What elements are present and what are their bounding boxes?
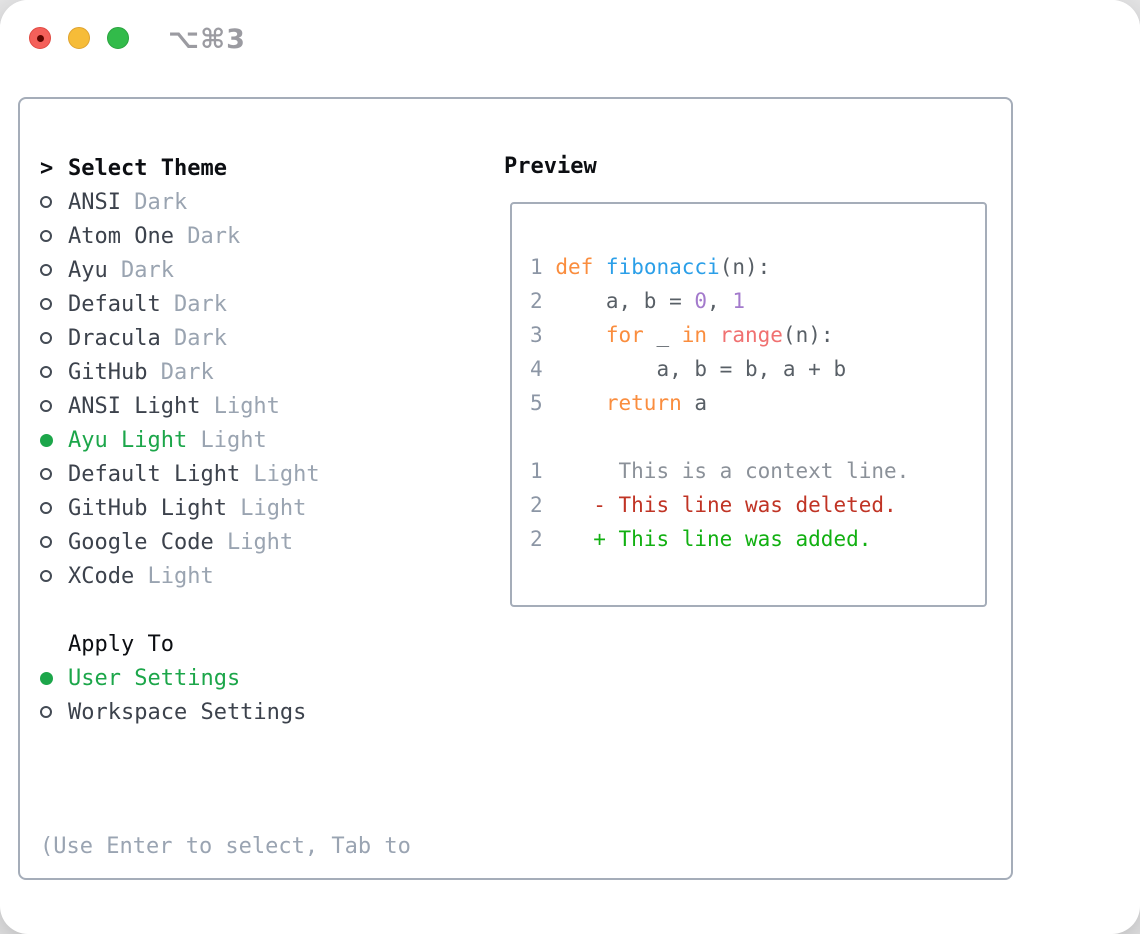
radio-selected-icon bbox=[40, 671, 68, 685]
item-variant-tag: Dark bbox=[160, 325, 227, 351]
list-item-github[interactable]: GitHub Dark bbox=[40, 355, 320, 389]
list-item-default[interactable]: Default Dark bbox=[40, 287, 320, 321]
item-variant-tag: Light bbox=[134, 563, 214, 589]
radio-unselected-icon bbox=[40, 502, 68, 514]
list-item-ansi-light[interactable]: ANSI Light Light bbox=[40, 389, 320, 423]
item-label: Atom One bbox=[68, 223, 174, 249]
cursor-caret-icon: > bbox=[40, 155, 54, 181]
hint-line-1: (Use Enter to select, Tab to bbox=[40, 834, 411, 859]
item-label: User Settings bbox=[68, 665, 241, 691]
close-button[interactable] bbox=[29, 27, 51, 49]
item-label: GitHub Light bbox=[68, 495, 227, 521]
item-label: Ayu bbox=[68, 257, 108, 283]
code-lines: 1 def fibonacci(n): 2 a, b = 0, 1 3 for _ … bbox=[530, 250, 985, 556]
radio-unselected-icon bbox=[40, 230, 68, 242]
code-line: 2 - This line was deleted. bbox=[530, 493, 897, 517]
list-item-ayu-light[interactable]: Ayu Light Light bbox=[40, 423, 320, 457]
radio-unselected-icon bbox=[40, 332, 68, 344]
item-variant-tag: Dark bbox=[147, 359, 214, 385]
list-item-user-settings[interactable]: User Settings bbox=[40, 661, 306, 695]
code-line: 1 def fibonacci(n): bbox=[530, 255, 771, 279]
list-item-xcode[interactable]: XCode Light bbox=[40, 559, 320, 593]
item-label: Ayu Light bbox=[68, 427, 188, 453]
theme-list-header: > Select Theme bbox=[40, 151, 320, 185]
item-variant-tag: Light bbox=[200, 393, 280, 419]
item-label: ANSI Light bbox=[68, 393, 201, 419]
radio-unselected-icon bbox=[40, 570, 68, 582]
radio-unselected-icon bbox=[40, 298, 68, 310]
code-line: 5 return a bbox=[530, 391, 708, 415]
radio-unselected-icon bbox=[40, 264, 68, 276]
radio-unselected-icon bbox=[40, 536, 68, 548]
item-label: Google Code bbox=[68, 529, 214, 555]
radio-selected-icon bbox=[40, 433, 68, 447]
titlebar: ⌥⌘3 bbox=[0, 0, 1140, 70]
preview-code-box: 1 def fibonacci(n): 2 a, b = 0, 1 3 for _ … bbox=[510, 202, 987, 607]
apply-to-header-row: Apply To bbox=[40, 627, 306, 661]
item-variant-tag: Light bbox=[187, 427, 267, 453]
item-label: GitHub bbox=[68, 359, 148, 385]
list-item-github-light[interactable]: GitHub Light Light bbox=[40, 491, 320, 525]
item-variant-tag: Light bbox=[213, 529, 294, 555]
item-label: XCode bbox=[68, 563, 135, 589]
code-line: 2 a, b = 0, 1 bbox=[530, 289, 745, 313]
code-line: 1 This is a context line. bbox=[530, 459, 910, 483]
item-label: Workspace Settings bbox=[68, 699, 307, 725]
code-line: 4 a, b = b, a + b bbox=[530, 357, 847, 381]
list-item-google-code[interactable]: Google Code Light bbox=[40, 525, 320, 559]
code-line bbox=[530, 420, 985, 454]
item-label: ANSI bbox=[68, 189, 121, 215]
item-label: Dracula bbox=[68, 325, 161, 351]
radio-unselected-icon bbox=[40, 196, 68, 208]
item-variant-tag: Light bbox=[240, 461, 320, 487]
item-variant-tag: Dark bbox=[120, 189, 188, 215]
item-variant-tag: Dark bbox=[160, 291, 227, 317]
item-variant-tag: Dark bbox=[107, 257, 174, 283]
code-line: 2 + This line was added. bbox=[530, 527, 872, 551]
window-shortcut-label: ⌥⌘3 bbox=[168, 24, 246, 55]
radio-unselected-icon bbox=[40, 706, 68, 718]
list-item-workspace-settings[interactable]: Workspace Settings bbox=[40, 695, 306, 729]
keyboard-hint: (Use Enter to select, Tab to change focu… bbox=[40, 762, 411, 934]
item-variant-tag: Dark bbox=[173, 223, 241, 249]
item-variant-tag: Light bbox=[226, 495, 307, 521]
unsaved-changes-dot bbox=[37, 35, 44, 42]
list-item-atom-one[interactable]: Atom One Dark bbox=[40, 219, 320, 253]
radio-unselected-icon bbox=[40, 468, 68, 480]
apply-to-title: Apply To bbox=[68, 631, 174, 657]
list-item-dracula[interactable]: Dracula Dark bbox=[40, 321, 320, 355]
item-label: Default bbox=[68, 291, 161, 317]
zoom-button[interactable] bbox=[107, 27, 129, 49]
list-item-ayu[interactable]: Ayu Dark bbox=[40, 253, 320, 287]
preview-title: Preview bbox=[504, 154, 597, 179]
theme-list-title: Select Theme bbox=[68, 155, 227, 181]
radio-unselected-icon bbox=[40, 366, 68, 378]
list-item-ansi[interactable]: ANSI Dark bbox=[40, 185, 320, 219]
minimize-button[interactable] bbox=[68, 27, 90, 49]
item-label: Default Light bbox=[68, 461, 241, 487]
radio-unselected-icon bbox=[40, 400, 68, 412]
code-line: 3 for _ in range(n): bbox=[530, 323, 834, 347]
list-item-default-light[interactable]: Default Light Light bbox=[40, 457, 320, 491]
